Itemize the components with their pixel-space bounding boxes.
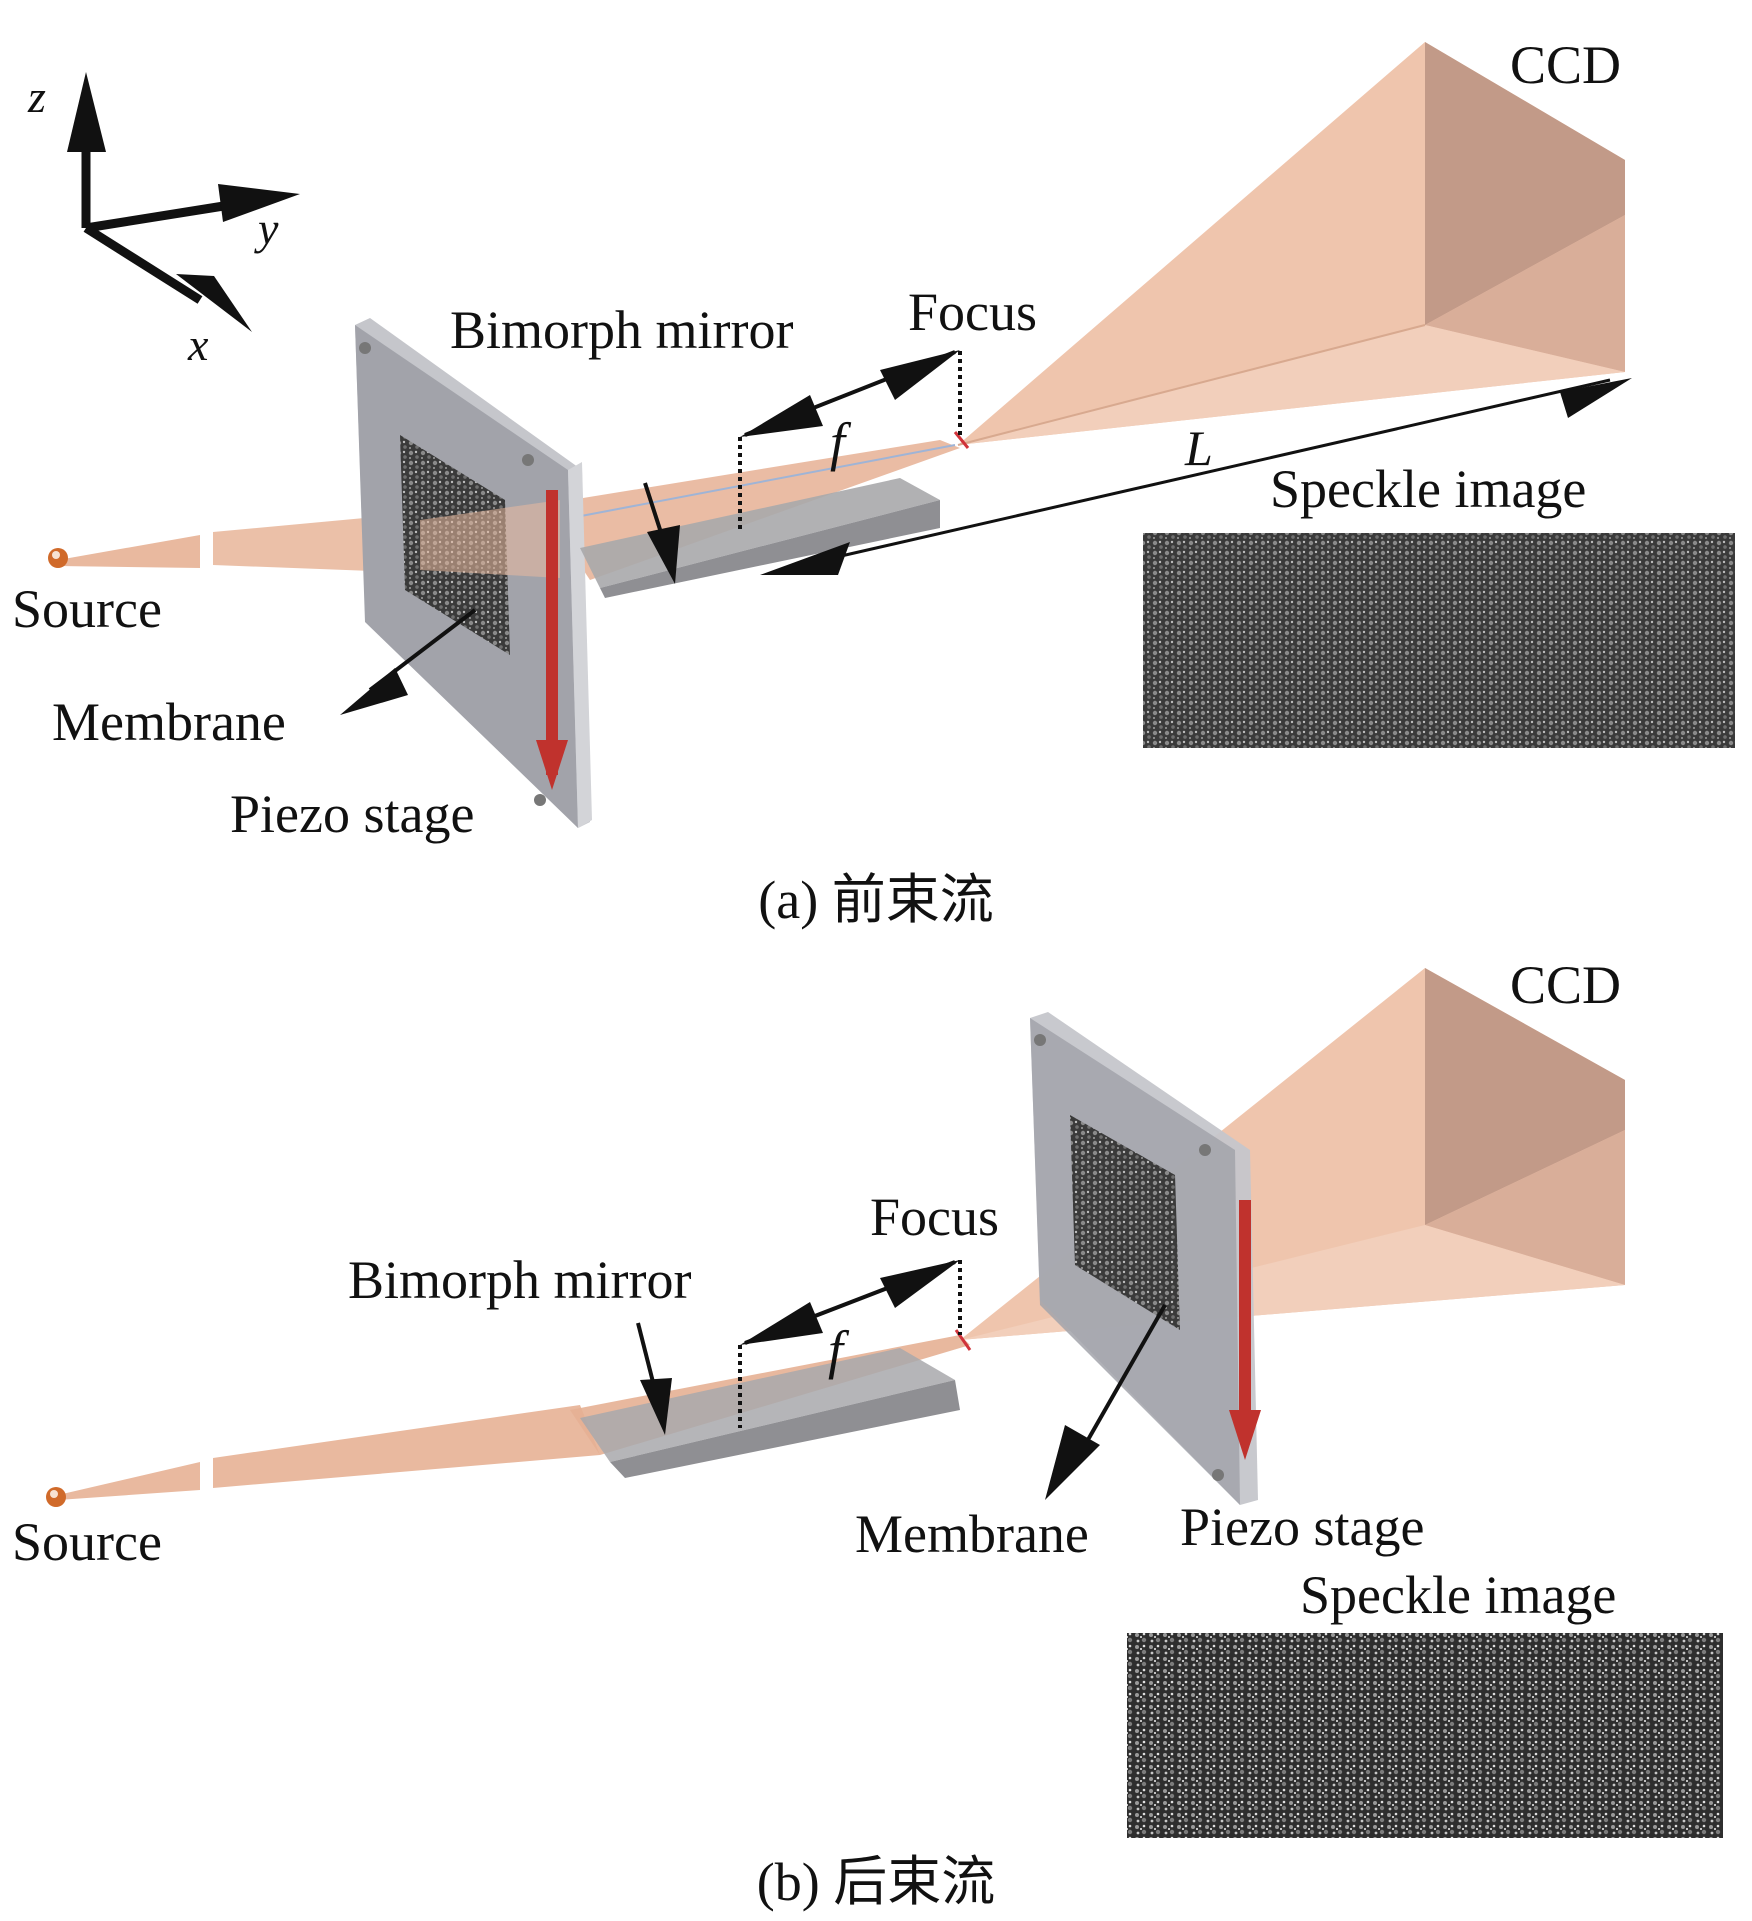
distance-dimension-a: L xyxy=(760,378,1632,575)
panel-b: f CCD Focus Bimorph mirror Source Membra… xyxy=(12,955,1723,1912)
ccd-label-b: CCD xyxy=(1510,955,1621,1015)
speckle-image-label-a: Speckle image xyxy=(1270,459,1586,519)
membrane-pointer-b xyxy=(1083,1304,1167,1446)
bimorph-pointer-b xyxy=(636,1322,657,1391)
distance-label-a: L xyxy=(1184,420,1213,476)
bimorph-mirror-label-a: Bimorph mirror xyxy=(450,300,793,360)
piezo-arrowhead-icon-a xyxy=(536,740,568,790)
bimorph-mirror-b xyxy=(580,1348,960,1478)
focus-point-a xyxy=(953,431,970,449)
x-axis-arrow xyxy=(83,224,203,304)
piezo-stage-label-a: Piezo stage xyxy=(230,784,474,844)
speckle-image-a xyxy=(1143,533,1735,748)
z-arrowhead-icon xyxy=(67,72,106,152)
focus-label-a: Focus xyxy=(908,282,1037,342)
bimorph-mirror-label-b: Bimorph mirror xyxy=(348,1250,691,1310)
y-arrowhead-icon xyxy=(218,184,300,222)
speckle-image-b xyxy=(1127,1633,1723,1838)
caption-a: (a) 前束流 xyxy=(758,870,993,930)
z-axis-label: z xyxy=(27,71,46,122)
x-arrowhead-icon xyxy=(176,274,252,332)
source-label-a: Source xyxy=(12,579,162,639)
membrane-label-a: Membrane xyxy=(52,692,286,752)
focal-length-dimension-a: f xyxy=(738,350,962,530)
ccd-label-a: CCD xyxy=(1510,35,1621,95)
ccd-detector-a xyxy=(957,42,1625,446)
source-label-b: Source xyxy=(12,1512,162,1572)
focus-label-b: Focus xyxy=(870,1187,999,1247)
membrane-b xyxy=(1070,1115,1180,1330)
x-axis-label: x xyxy=(187,319,209,370)
y-axis-arrow xyxy=(85,200,231,233)
caption-b: (b) 后束流 xyxy=(757,1852,995,1912)
speckle-image-label-b: Speckle image xyxy=(1300,1565,1616,1625)
piezo-stage-b xyxy=(1030,1012,1258,1505)
piezo-stage-label-b: Piezo stage xyxy=(1180,1497,1424,1557)
coordinate-axes: z y x xyxy=(27,71,300,370)
panel-a: f L CCD Focus Bimorph mirror Speckle ima… xyxy=(12,35,1735,930)
membrane-label-b: Membrane xyxy=(855,1504,1089,1564)
y-axis-label: y xyxy=(254,203,279,254)
focal-length-dimension-b: f xyxy=(738,1260,962,1428)
piezo-arrowhead-icon-b xyxy=(1229,1410,1261,1460)
